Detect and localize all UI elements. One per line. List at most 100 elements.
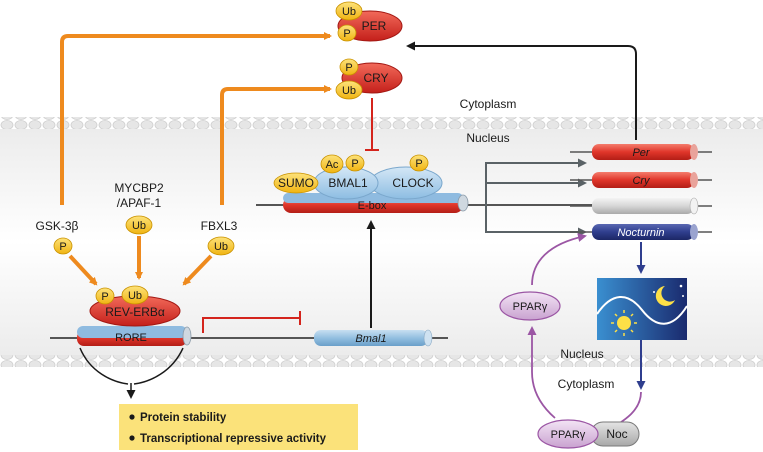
fbxl3-ub-mod (207, 236, 235, 256)
sumo-label: SUMO (278, 176, 314, 190)
per-protein-group: PER Ub P (335, 1, 403, 42)
sumo-mod (273, 172, 319, 194)
cry-ub-mod (335, 80, 363, 100)
unnamed-gene (570, 197, 712, 215)
per-ub-mod (335, 1, 363, 21)
sun-icon (617, 316, 631, 330)
unnamed-gene-cap (689, 197, 699, 215)
regulator-export-arrows (60, 32, 332, 205)
bmal1-p-label: P (351, 158, 358, 170)
nocturnin-gene-label: Nocturnin (617, 227, 664, 239)
star-icon (682, 295, 684, 297)
per-p-mod (337, 24, 357, 42)
ppar-nuclear-label: PPARγ (513, 301, 548, 313)
rore-end-cap (182, 326, 192, 346)
fbxl3-to-cry-arrow (220, 85, 332, 205)
reverb-ub-mod (121, 285, 149, 305)
ppar-to-nocturnin-arrow (531, 233, 587, 286)
per-gene-label: Per (632, 147, 650, 159)
ppar-cyto-protein (537, 419, 599, 449)
nocturnin-gene: Nocturnin (570, 224, 712, 240)
outcome-arrows (79, 347, 184, 399)
gsk3b-p-label: P (59, 241, 66, 253)
ac-mod (320, 154, 344, 174)
rore-curve-right (133, 347, 184, 385)
cry-gene-body (592, 172, 694, 188)
cry-inhibition (365, 98, 379, 151)
cry-p-label: P (345, 62, 352, 74)
sun-rays-icon (611, 310, 637, 336)
cry-label: CRY (363, 71, 388, 85)
per-gene: Per (570, 144, 712, 160)
ac-label: Ac (326, 159, 339, 171)
regulators: GSK-3β P MYCBP2 /APAF-1 Ub FBXL3 Ub (36, 181, 238, 286)
per-label: PER (362, 19, 387, 33)
outcome-box: Protein stability Transcriptional repres… (119, 404, 358, 450)
bmal1-p-mod (345, 154, 365, 172)
bullet-2 (129, 435, 135, 441)
reverb-inhibition-line (202, 317, 300, 333)
clock-controlled-genes: Per Cry Nocturnin (570, 144, 712, 240)
cytoplasm-bottom-label: Cytoplasm (558, 377, 615, 391)
rore-element-top (77, 326, 187, 338)
bmal1-gene-body (314, 330, 428, 346)
reverb-p-label: P (101, 291, 108, 303)
nucleus-bottom-label: Nucleus (560, 347, 603, 361)
outcome-box-bg (119, 404, 358, 450)
clock-p-label: P (415, 158, 422, 170)
reverb-p-mod (95, 287, 115, 305)
noc-label: Noc (606, 427, 627, 441)
bmal1-clock-complex: CLOCK BMAL1 SUMO Ac P P (273, 154, 443, 200)
ppar-cyto-label: PPARγ (551, 429, 586, 441)
ebox-target-arrows (485, 158, 587, 237)
cytoplasm-top-label: Cytoplasm (460, 97, 517, 111)
per-gene-body (592, 144, 694, 160)
gsk3b-to-reverb-arrow (68, 254, 98, 286)
rore-label: RORE (115, 332, 147, 344)
cry-gene-label: Cry (632, 175, 651, 187)
fbxl3-label: FBXL3 (201, 219, 238, 233)
moon-icon (655, 286, 675, 306)
fbxl3-to-reverb-arrow (182, 254, 213, 286)
per-ub-label: Ub (342, 6, 356, 18)
mycbp2-label-line1: MYCBP2 (114, 181, 164, 195)
rore-bmal1-region: RORE Bmal1 (50, 326, 448, 347)
day-night-rhythm-icon (596, 278, 688, 340)
unnamed-gene-body (592, 198, 694, 214)
cry-protein-group: CRY P Ub (335, 58, 403, 100)
membrane-bottom (0, 355, 763, 367)
outcome-item-1: Protein stability (140, 412, 227, 424)
rore-curve-left (79, 347, 129, 385)
outcome-item-2: Transcriptional repressive activity (140, 433, 327, 445)
reverb-protein-group: REV-ERBα P Ub (89, 285, 181, 327)
cry-gene: Cry (570, 172, 712, 188)
ppar-nuclear-protein (499, 291, 561, 321)
clock-p-mod (409, 154, 429, 172)
nucleus-top-label: Nucleus (466, 131, 509, 145)
mycbp2-ub-label: Ub (132, 220, 146, 232)
bmal1-gene-cap (423, 329, 433, 347)
bmal1-gene-label: Bmal1 (355, 333, 386, 345)
gsk3b-p-mod (53, 237, 73, 255)
star-icon (653, 291, 655, 293)
reverb-inhibition (202, 311, 301, 333)
per-gene-to-protein-arrow (406, 41, 637, 140)
reverb-label: REV-ERBα (105, 305, 165, 319)
per-gene-cap (690, 144, 698, 160)
reverb-ub-label: Ub (128, 290, 142, 302)
clock-label: CLOCK (392, 176, 433, 190)
cry-ub-label: Ub (342, 85, 356, 97)
mycbp2-label-line2: /APAF-1 (117, 196, 162, 210)
ebox-label: E-box (358, 200, 387, 212)
per-p-label: P (343, 28, 350, 40)
ebox-to-nocturnin-arrow (485, 205, 587, 237)
nocturnin-gene-cap (690, 224, 698, 240)
nocturnin-gene-body (592, 224, 694, 240)
rhythm-wave (596, 296, 688, 325)
ebox-end-cap (457, 194, 469, 212)
star-icon (679, 284, 683, 288)
cry-p-mod (339, 58, 359, 76)
gsk3b-label: GSK-3β (36, 219, 79, 233)
